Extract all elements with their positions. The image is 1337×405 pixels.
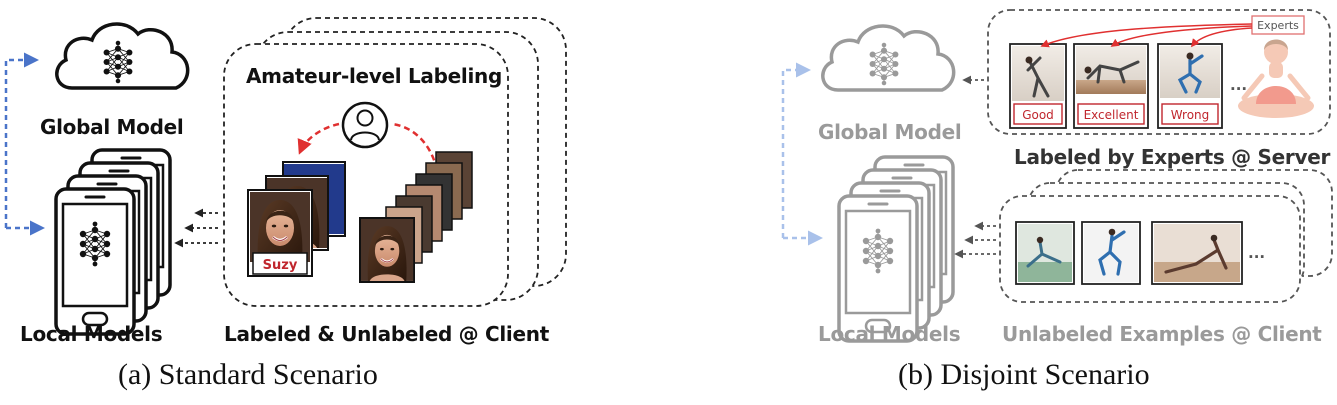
cloud-icon <box>55 22 190 90</box>
phone-icon <box>54 148 172 336</box>
unlabeled-face-stack <box>359 151 473 283</box>
amateur-labeling-label: Amateur-level Labeling <box>246 64 502 88</box>
local-models-label: Local Models <box>818 322 961 346</box>
local-models-label: Local Models <box>20 322 163 346</box>
caption-standard: (a) Standard Scenario <box>118 358 378 391</box>
face-tag-box <box>252 252 308 275</box>
disjoint-scenario: Good Excellent Wrong ... Experts <box>781 9 1333 343</box>
face-tag: Suzy <box>263 258 298 273</box>
client-ellipsis: ... <box>1248 244 1265 262</box>
sync-arrow <box>781 62 823 246</box>
client-data-label: Unlabeled Examples @ Client <box>1002 322 1322 346</box>
yoga-tag-excellent: Excellent <box>1084 108 1139 122</box>
labeling-arrow <box>300 122 439 171</box>
yoga-tag-wrong: Wrong <box>1171 108 1210 122</box>
yoga-tag-good: Good <box>1022 108 1054 122</box>
unlabeled-yoga-photos <box>1015 221 1243 285</box>
labeled-face-stack: Suzy <box>247 161 346 277</box>
global-model-label: Global Model <box>818 120 962 144</box>
cloud-icon <box>821 24 956 92</box>
sync-arrow <box>4 52 45 236</box>
global-model-label: Global Model <box>40 115 184 139</box>
phone-icon <box>837 155 955 343</box>
server-ellipsis: ... <box>1230 76 1247 94</box>
experts-tag-box <box>1251 15 1305 35</box>
yoga-expert-icon <box>1238 39 1314 118</box>
labeled-yoga-photos: Good Excellent Wrong <box>1009 43 1223 129</box>
standard-scenario: Suzy <box>4 17 567 336</box>
expert-label-arrows <box>1040 23 1253 48</box>
client-data-label: Labeled & Unlabeled @ Client <box>224 322 549 346</box>
experts-tag: Experts <box>1257 19 1299 32</box>
server-data-label: Labeled by Experts @ Server <box>1014 145 1331 169</box>
caption-disjoint: (b) Disjoint Scenario <box>898 358 1150 391</box>
person-icon <box>341 101 389 149</box>
upload-arrows <box>954 221 996 259</box>
upload-arrows <box>174 208 218 248</box>
